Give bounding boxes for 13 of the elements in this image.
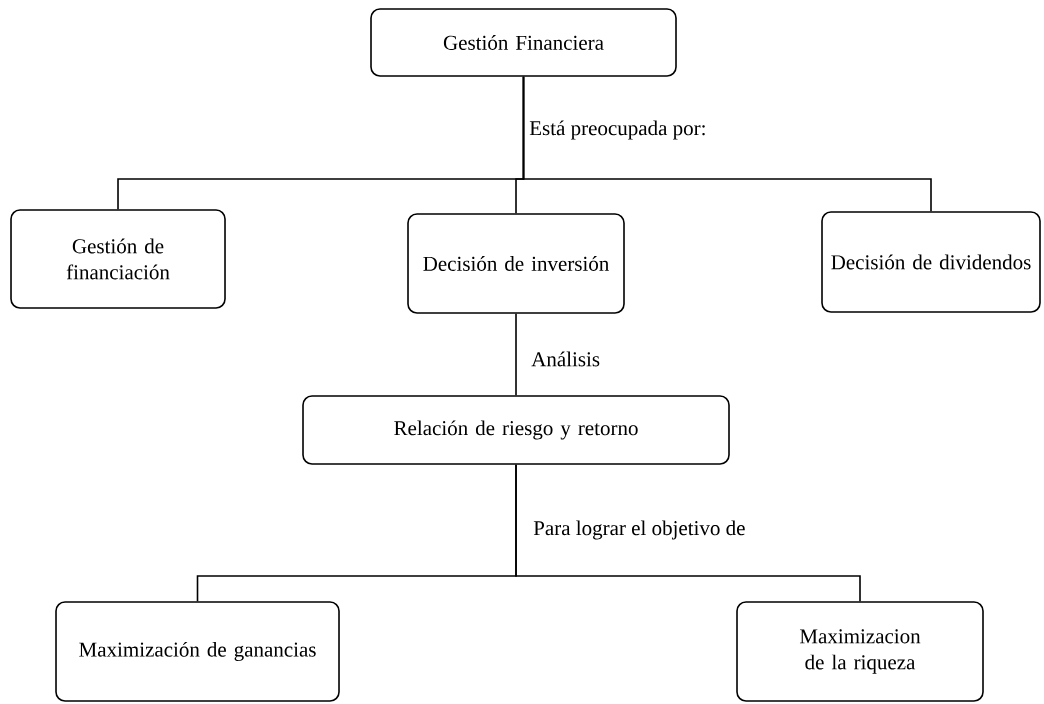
process-box: Gestión de financiación xyxy=(10,209,226,309)
edge-label: Análisis xyxy=(531,351,600,367)
connector-line xyxy=(522,76,932,212)
process-box: Maximización de ganancias xyxy=(55,601,340,702)
process-box: Maximizacion de la riqueza xyxy=(736,601,984,702)
edge-label: Para lograr el objetivo de xyxy=(533,520,745,540)
edge-label: Está preocupada por: xyxy=(529,120,705,140)
connector-line xyxy=(515,313,517,396)
process-box: Decisión de dividendos xyxy=(821,211,1041,313)
process-box: Gestión Financiera xyxy=(370,8,677,77)
connector-line xyxy=(515,464,861,602)
process-box: Decisión de inversión xyxy=(407,213,625,314)
process-box: Relación de riesgo y retorno xyxy=(302,395,730,465)
